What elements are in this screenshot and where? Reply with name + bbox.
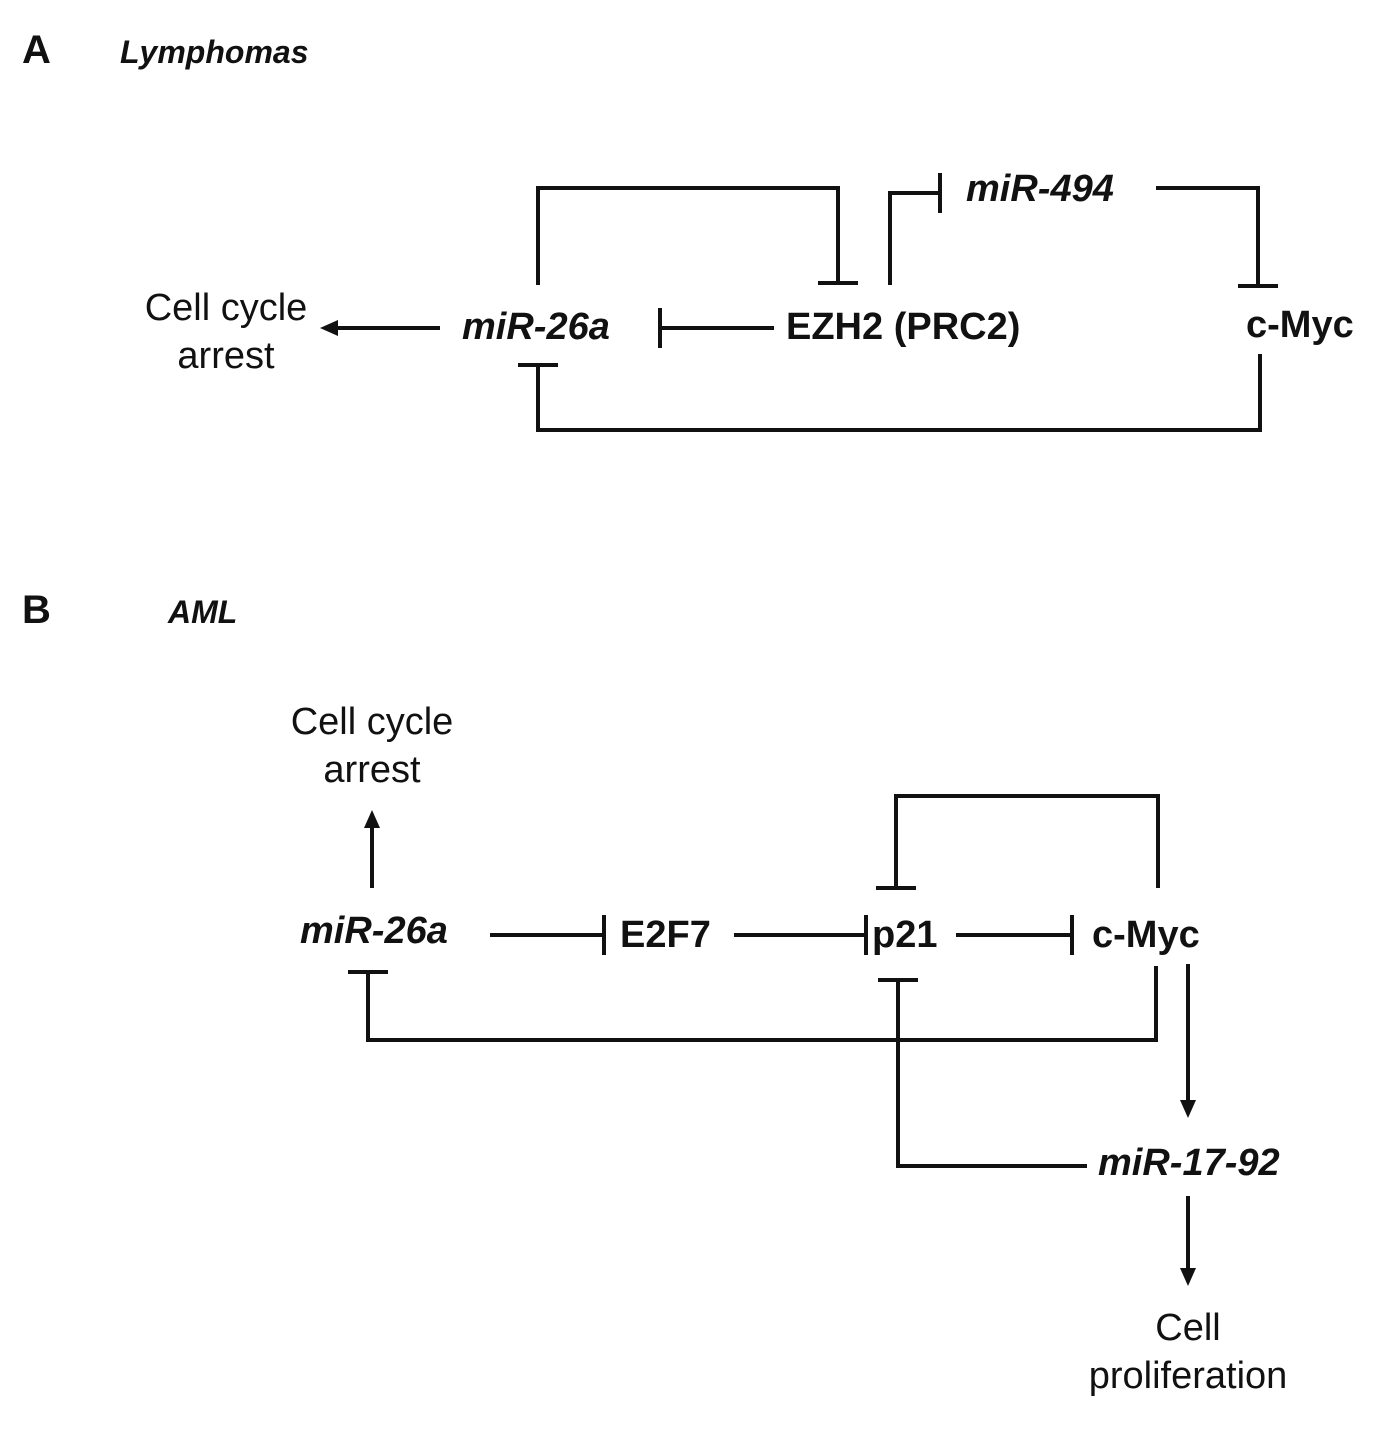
panel-b-context: AML [168, 594, 238, 630]
edge-mir1792-inhibits-p21-b [878, 978, 1087, 1168]
panel-b-p21-node: p21 [872, 914, 938, 956]
panel-b-mir1792-node: miR-17-92 [1098, 1142, 1280, 1184]
panel-a-mir26a-node: miR-26a [462, 306, 610, 348]
panel-b-cmyc-node: c-Myc [1092, 914, 1200, 956]
panel-b-cell-cycle-arrest: Cell cycle arrest [270, 698, 474, 794]
panel-a-letter: A [22, 28, 51, 72]
edge-mir26a-inhibits-ezh2-a [536, 186, 858, 285]
panel-b-cell-proliferation: Cell proliferation [1066, 1304, 1310, 1400]
panel-b-cell-cycle-arrest-line2: arrest [323, 749, 421, 791]
panel-b-cell-proliferation-line2: proliferation [1088, 1355, 1288, 1397]
edge-ezh2-inhibits-mir494-a [888, 173, 942, 285]
edge-p21-inhibits-cmyc-b [956, 915, 1074, 955]
edge-mir1792-to-cell-proliferation-b [1180, 1196, 1196, 1286]
panel-a-mir494-node: miR-494 [966, 168, 1114, 210]
panel-a-cmyc-node: c-Myc [1246, 304, 1354, 346]
panel-b-e2f7-node: E2F7 [620, 914, 711, 956]
panel-a-cell-cycle-arrest: Cell cycle arrest [124, 284, 328, 380]
edge-mir494-inhibits-cmyc-a [1156, 186, 1278, 288]
edge-ezh2-inhibits-mir26a-a [658, 308, 774, 348]
edge-cmyc-inhibits-mir26a-a [518, 354, 1262, 432]
edge-cmyc-inhibits-mir26a-b [348, 966, 1158, 1042]
panel-a-cell-cycle-arrest-line2: arrest [177, 335, 275, 377]
edge-mir26a-inhibits-e2f7-b [490, 915, 606, 955]
panel-a-context: Lymphomas [120, 34, 309, 70]
edge-mir26a-to-cell-cycle-arrest-b [364, 810, 380, 888]
panel-b-cell-proliferation-line1: Cell [1155, 1307, 1221, 1349]
edge-cmyc-to-mir1792-b [1180, 964, 1196, 1118]
edge-cmyc-inhibits-p21-b [876, 794, 1160, 890]
edge-mir26a-to-cell-cycle-arrest-a [320, 320, 440, 336]
panel-b-letter: B [22, 588, 51, 632]
panel-b-mir26a-node: miR-26a [300, 910, 448, 952]
edge-e2f7-inhibits-p21-b [734, 915, 868, 955]
panel-a-cell-cycle-arrest-line1: Cell cycle [144, 287, 308, 329]
panel-a-ezh2-node: EZH2 (PRC2) [786, 306, 1021, 348]
panel-b-cell-cycle-arrest-line1: Cell cycle [290, 701, 454, 743]
